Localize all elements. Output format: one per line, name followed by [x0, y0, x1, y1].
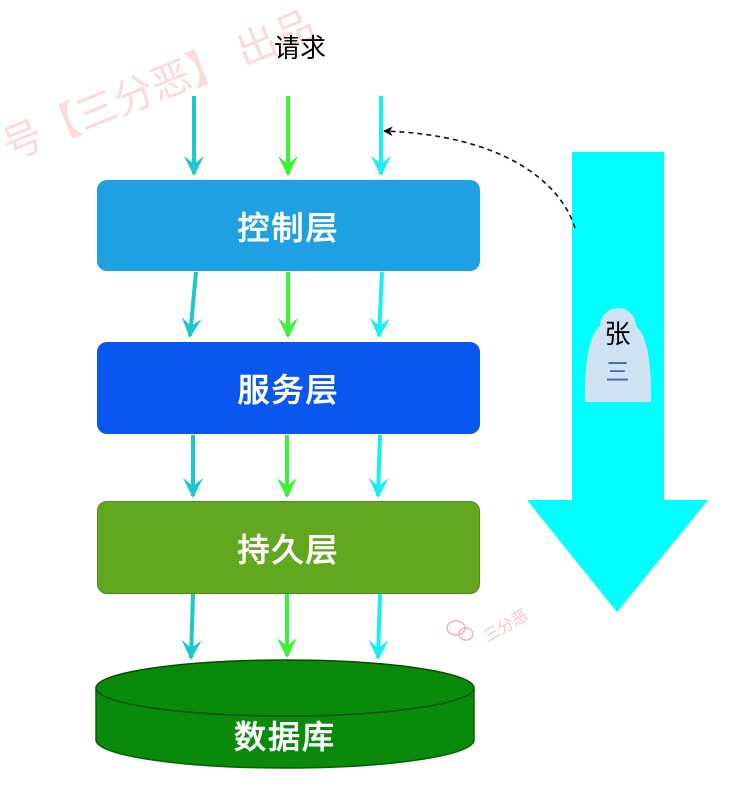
request-label: 请求 [273, 34, 326, 64]
dashed-curve-arrow [383, 126, 576, 229]
service-layer: 服务层 [97, 342, 480, 434]
request-arrows [184, 96, 391, 176]
arrows-service-to-persistence [183, 434, 389, 498]
control-layer: 控制层 [97, 180, 480, 271]
database-cylinder [95, 659, 475, 769]
wechat-logo-icon [446, 620, 474, 641]
arrows-control-to-service [181, 271, 390, 338]
arrows-persistence-to-database [181, 593, 389, 660]
person-name-line1: 张 [604, 320, 631, 350]
persistence-layer: 持久层 [97, 501, 480, 594]
database-label: 数据库 [233, 718, 336, 756]
person-name-line2: 三 [605, 358, 630, 386]
person-figure [584, 308, 652, 402]
